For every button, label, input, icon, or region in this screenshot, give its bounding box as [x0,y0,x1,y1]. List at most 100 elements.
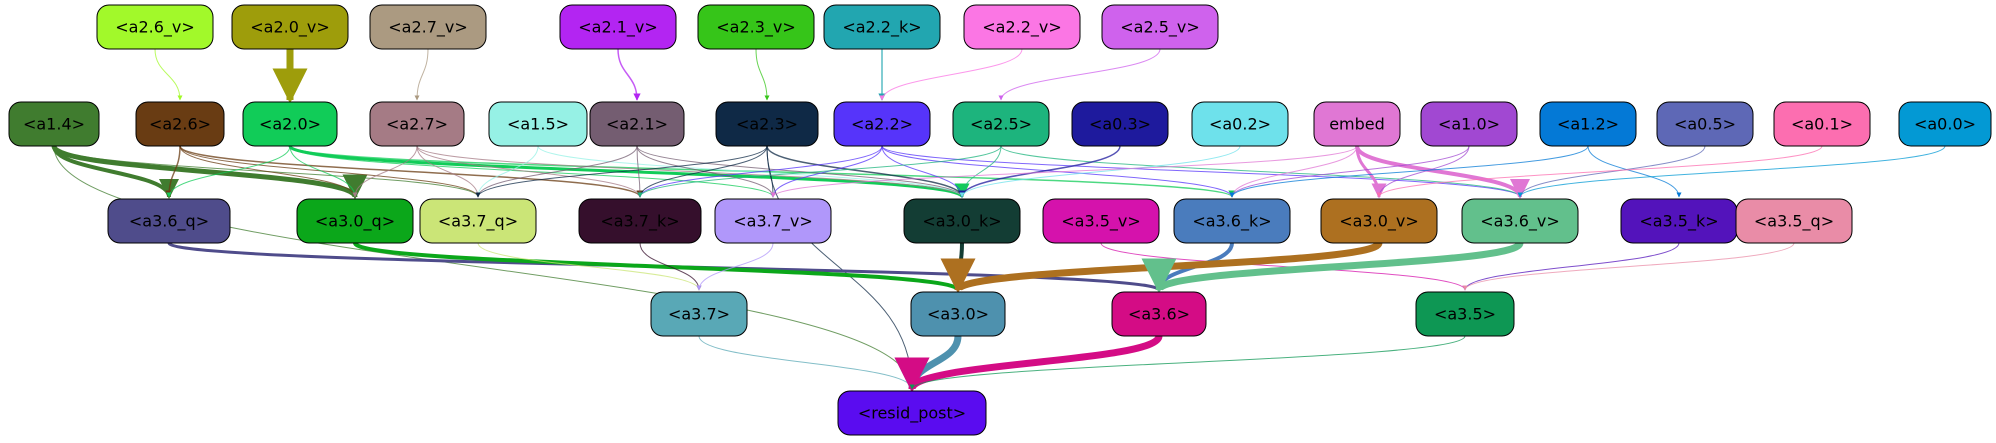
node-box [837,390,987,436]
node-label: <a3.6_q> [129,212,209,232]
node-box [296,198,414,244]
node-label: <a1.0> [1438,115,1500,134]
node-a2-2-v[interactable]: <a2.2_v> [963,4,1081,50]
node-label: <a2.5> [970,115,1032,134]
node-a2-5[interactable]: <a2.5> [952,101,1050,147]
node-a2-3[interactable]: <a2.3> [715,101,819,147]
node-a3-5[interactable]: <a3.5> [1415,291,1515,337]
node-a3-7-k[interactable]: <a3.7_k> [578,198,702,244]
node-label: <a3.5> [1434,305,1496,324]
node-box [910,291,1006,337]
edge-a2-7-to-a3-7-k [416,145,643,198]
node-a3-5-k[interactable]: <a3.5_k> [1620,198,1738,244]
node-a3-0-q[interactable]: <a3.0_q> [296,198,414,244]
node-a2-2-k[interactable]: <a2.2_k> [823,4,941,50]
node-a2-0-v[interactable]: <a2.0_v> [231,4,349,50]
node-box [1042,198,1160,244]
node-label: <a0.3> [1089,115,1151,134]
node-a1-0[interactable]: <a1.0> [1420,101,1518,147]
node-embed[interactable]: embed [1313,101,1401,147]
node-a0-2[interactable]: <a0.2> [1191,101,1289,147]
node-a3-5-q[interactable]: <a3.5_q> [1735,198,1853,244]
node-resid-post[interactable]: <resid_post> [837,390,987,436]
node-label: <a3.6_v> [1480,212,1560,232]
node-label: <a2.2_v> [982,18,1062,38]
edge-a0-5-to-a3-6-v [1517,145,1706,198]
edge-a3-6-to-resid-post [894,334,1163,393]
node-a3-0[interactable]: <a3.0> [910,291,1006,337]
node-a2-1-v[interactable]: <a2.1_v> [559,4,677,50]
node-a2-7[interactable]: <a2.7> [369,101,465,147]
edge-a3-5-q-to-a3-5 [1462,242,1795,291]
edge-a1-2-to-a3-6-k [1229,145,1589,198]
edge-a2-3-to-a3-7-q [475,145,768,198]
edge-a2-2-to-a3-6-v [881,145,1523,198]
node-box [714,198,832,244]
edge-a2-1-to-a3-0-k [636,145,965,198]
node-a3-5-v[interactable]: <a3.5_v> [1042,198,1160,244]
node-label: <a3.7> [668,305,730,324]
edge-embed-to-a3-6-v [1355,145,1530,199]
node-box [242,101,338,147]
node-box [1191,101,1289,147]
node-a0-0[interactable]: <a0.0> [1898,101,1992,147]
node-label: <a2.0> [259,115,321,134]
edge-a2-0-to-a3-6-q [166,145,291,198]
node-label: <a3.6> [1128,305,1190,324]
edge-a2-2-to-a3-7-k [637,145,883,198]
edge-a2-6-to-a3-7-q [179,145,481,198]
node-a0-3[interactable]: <a0.3> [1071,101,1169,147]
edge-a2-6-to-a3-0-q [179,145,358,198]
node-a3-6-k[interactable]: <a3.6_k> [1173,198,1291,244]
node-box [1898,101,1992,147]
edge-a2-3-v-to-a2-3 [755,48,770,101]
edge-a3-5-k-to-a3-5 [1462,242,1680,291]
edge-a1-0-to-a3-6-k [1229,145,1470,198]
node-box [369,101,465,147]
edge-a2-3-to-a3-0-k [766,145,966,198]
node-box [903,198,1021,244]
node-a2-6-v[interactable]: <a2.6_v> [96,4,214,50]
node-a3-7-q[interactable]: <a3.7_q> [419,198,537,244]
node-a2-0[interactable]: <a2.0> [242,101,338,147]
node-a2-2[interactable]: <a2.2> [833,101,931,147]
node-a2-1[interactable]: <a2.1> [589,101,685,147]
node-a1-2[interactable]: <a1.2> [1539,101,1637,147]
node-box [1071,101,1169,147]
node-a2-3-v[interactable]: <a2.3_v> [697,4,815,50]
node-a2-7-v[interactable]: <a2.7_v> [369,4,487,50]
node-box [1461,198,1579,244]
node-a2-5-v[interactable]: <a2.5_v> [1101,4,1219,50]
edge-a2-5-to-a3-7-k [637,145,1002,198]
node-label: <a3.0_q> [315,212,395,232]
node-a3-6[interactable]: <a3.6> [1111,291,1207,337]
edge-a3-7-q-to-a3-7 [477,242,702,291]
edge-a2-6-v-to-a2-6 [154,48,183,101]
node-a3-0-v[interactable]: <a3.0_v> [1320,198,1438,244]
edge-a2-6-to-a3-6-q [165,145,181,198]
node-a3-7[interactable]: <a3.7> [650,291,748,337]
edge-a2-7-v-to-a2-7 [414,48,429,101]
node-box [369,4,487,50]
node-a1-4[interactable]: <a1.4> [8,101,100,147]
edge-a2-0-to-a3-0-q [289,145,358,198]
node-a3-6-q[interactable]: <a3.6_q> [107,198,231,244]
node-a3-7-v[interactable]: <a3.7_v> [714,198,832,244]
node-a0-5[interactable]: <a0.5> [1656,101,1754,147]
node-box [96,4,214,50]
node-a3-0-k[interactable]: <a3.0_k> [903,198,1021,244]
node-a1-5[interactable]: <a1.5> [488,101,588,147]
node-a3-6-v[interactable]: <a3.6_v> [1461,198,1579,244]
edge-a0-2-to-a3-0-k [959,145,1241,198]
node-box [650,291,748,337]
node-a2-6[interactable]: <a2.6> [135,101,225,147]
edge-a3-5-to-resid-post [909,335,1466,390]
node-box [715,101,819,147]
node-box [488,101,588,147]
node-a0-1[interactable]: <a0.1> [1773,101,1871,147]
edge-a2-5-to-a3-0-k [959,145,1002,198]
node-label: <a1.4> [23,115,85,134]
edge-a2-6-to-a3-7-k [179,145,644,198]
node-label: <a3.7_q> [438,212,518,232]
